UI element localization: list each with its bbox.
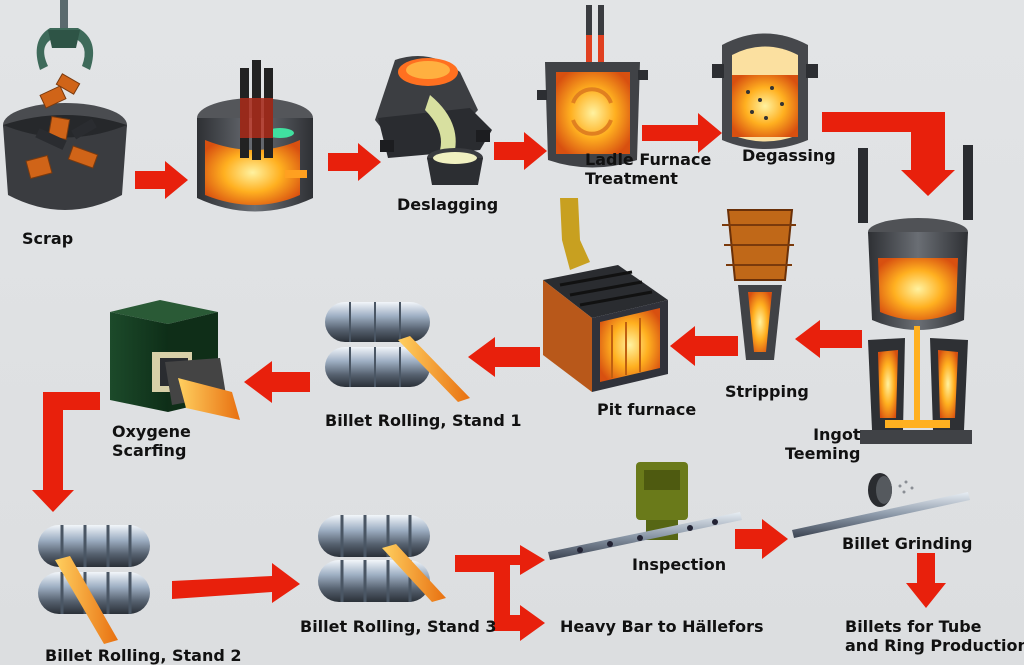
scarfing-illustration xyxy=(110,300,240,420)
stripping-illustration xyxy=(722,209,796,360)
arrow-furnace-to-deslagging xyxy=(328,143,381,181)
label-ladle-furnace-line1: Ladle Furnace xyxy=(585,150,712,169)
label-ingot-teeming-line1: Ingot xyxy=(813,425,861,444)
arrow-rolling2-to-rolling3 xyxy=(172,563,300,603)
arrow-rolling1-to-scarfing xyxy=(244,361,310,403)
label-billets-line2: and Ring Production xyxy=(845,636,1024,655)
label-ingot-teeming: Ingot Teeming xyxy=(785,425,861,463)
label-billets-line1: Billets for Tube xyxy=(845,617,982,636)
label-billet-rolling-3: Billet Rolling, Stand 3 xyxy=(300,617,497,636)
label-billet-rolling-2: Billet Rolling, Stand 2 xyxy=(45,646,242,665)
arc-furnace-illustration xyxy=(197,60,313,212)
label-heavy-bar: Heavy Bar to Hällefors xyxy=(560,617,764,636)
arrow-teeming-to-stripping xyxy=(795,320,862,358)
ladle-furnace-illustration xyxy=(537,5,648,168)
rolling-stand-2-illustration xyxy=(38,525,150,644)
label-ladle-furnace: Ladle Furnace Treatment xyxy=(585,150,711,188)
arrow-deslagging-to-ladle xyxy=(494,132,547,170)
label-ingot-teeming-line2: Teeming xyxy=(785,444,861,463)
arrow-split-to-inspection-and-heavy xyxy=(455,545,545,641)
arrow-degassing-to-teeming xyxy=(822,112,955,196)
arrow-pit-to-rolling1 xyxy=(468,337,540,377)
arrow-scarfing-to-rolling2 xyxy=(32,392,100,512)
rolling-stand-1-illustration xyxy=(325,302,470,402)
arrow-ladle-to-degassing xyxy=(642,113,722,153)
label-billets-tube-ring: Billets for Tube and Ring Production xyxy=(845,617,1024,655)
label-stripping: Stripping xyxy=(725,382,809,401)
rolling-stand-3-illustration xyxy=(318,515,446,602)
ingot-teeming-illustration xyxy=(858,145,973,444)
arrow-stripping-to-pit xyxy=(670,326,738,366)
flow-arrows xyxy=(32,112,955,641)
arrow-inspection-to-grinding xyxy=(735,519,788,559)
arrow-scrap-to-furnace xyxy=(135,161,188,199)
degassing-illustration xyxy=(712,33,818,149)
label-scarfing-line2: Scarfing xyxy=(112,441,187,460)
label-oxygene-scarfing: Oxygene Scarfing xyxy=(112,422,191,460)
inspection-illustration xyxy=(548,462,742,560)
label-scrap: Scrap xyxy=(22,229,74,248)
label-billet-grinding: Billet Grinding xyxy=(842,534,973,553)
scrap-basket-illustration xyxy=(3,0,127,210)
billet-grinding-illustration xyxy=(792,473,970,538)
deslagging-illustration xyxy=(375,56,492,185)
label-deslagging: Deslagging xyxy=(397,195,499,214)
pit-furnace-illustration xyxy=(543,198,668,392)
label-pit-furnace: Pit furnace xyxy=(597,400,697,419)
label-inspection: Inspection xyxy=(632,555,727,574)
label-degassing: Degassing xyxy=(742,146,836,165)
label-billet-rolling-1: Billet Rolling, Stand 1 xyxy=(325,411,522,430)
arrow-grinding-down xyxy=(906,553,946,608)
label-ladle-furnace-line2: Treatment xyxy=(585,169,678,188)
label-scarfing-line1: Oxygene xyxy=(112,422,191,441)
